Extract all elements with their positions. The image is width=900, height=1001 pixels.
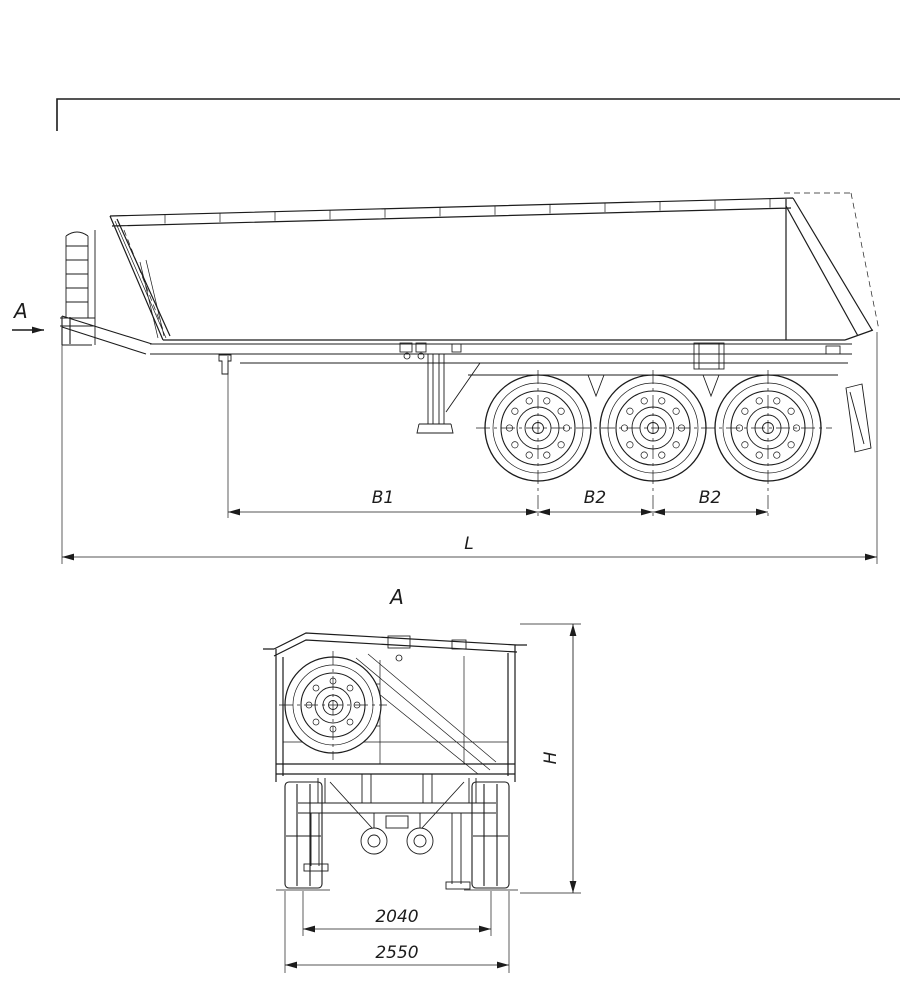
- landing-gear: [416, 354, 481, 434]
- dim-label-length: L: [464, 534, 473, 554]
- spare-wheel-centerlines: [279, 651, 387, 760]
- tipper-body: [109, 192, 880, 341]
- dim-label-b1: B1: [372, 488, 394, 508]
- rear-mudflap: [845, 383, 872, 453]
- chassis: [60, 230, 872, 453]
- front-view: A: [263, 585, 527, 891]
- spare-wheel: [279, 651, 387, 760]
- kingpin: [218, 354, 232, 375]
- extension-lines-side: [61, 332, 878, 564]
- front-wall-detail: [114, 220, 167, 339]
- front-wheels: [276, 781, 518, 891]
- dim-label-overall-width: 2550: [375, 943, 418, 963]
- tailgate-dashed-outline: [123, 192, 880, 333]
- frame-fittings: [399, 342, 841, 398]
- tarp-rail-ticks: [164, 198, 771, 224]
- dim-label-height: H: [541, 751, 561, 764]
- side-dimensions: A B1 B2 B2 L: [12, 299, 878, 564]
- front-ladder: [60, 230, 96, 345]
- front-dimensions: H 2040 2550: [284, 623, 581, 973]
- side-view: [60, 192, 880, 518]
- front-chassis: [298, 774, 496, 890]
- dim-label-track-width: 2040: [375, 907, 418, 927]
- dim-label-b2-second: B2: [699, 488, 721, 508]
- hoist-mounts: [387, 635, 467, 662]
- brake-chamber-right: [406, 827, 434, 855]
- front-wheel-right: [471, 781, 510, 889]
- front-wheel-left: [284, 781, 323, 889]
- dim-label-b2-first: B2: [584, 488, 606, 508]
- sheet-border: [56, 98, 900, 131]
- section-arrow-label: A: [12, 299, 28, 323]
- front-view-title: A: [388, 585, 404, 609]
- axles: [476, 370, 832, 518]
- extension-lines-front: [284, 623, 581, 973]
- brake-chamber-left: [360, 827, 388, 855]
